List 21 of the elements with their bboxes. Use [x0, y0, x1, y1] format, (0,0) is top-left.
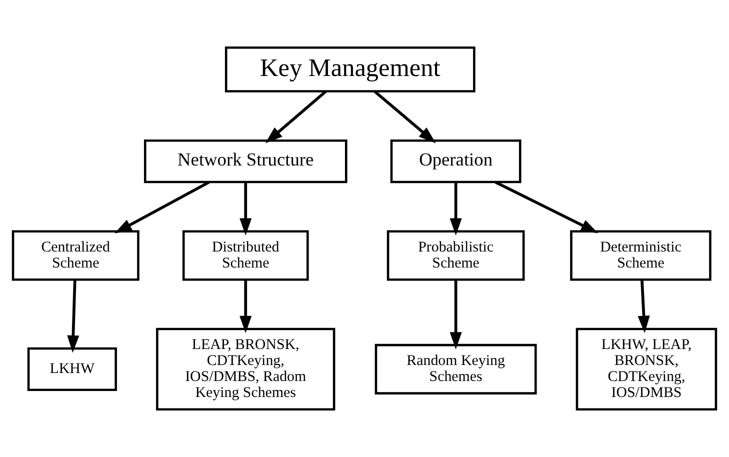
arrow: [638, 280, 650, 334]
node-box: LKHW, LEAP, BRONSK, CDTKeying, IOS/DMBS: [576, 328, 718, 411]
arrow: [67, 280, 80, 353]
node-box: Centralized Scheme: [12, 230, 140, 281]
arrow: [114, 180, 210, 234]
node-box: Random Keying Schemes: [374, 344, 537, 394]
arrow: [450, 280, 462, 350]
node-box: LEAP, BRONSK, CDTKeying, IOS/DMBS, Radom Keying Schemes: [156, 328, 336, 411]
node-box: LKHW: [27, 347, 117, 392]
arrow: [240, 182, 252, 236]
node-box: Probabilistic Scheme: [386, 230, 525, 281]
arrow: [494, 180, 598, 234]
node-box: Network Structure: [144, 139, 348, 184]
node-box: Operation: [390, 139, 522, 184]
arrow: [265, 90, 327, 144]
node-box: Key Management: [224, 46, 476, 92]
node-box: Distributed Scheme: [182, 230, 309, 281]
arrow: [240, 280, 252, 334]
arrow: [450, 182, 462, 236]
arrow: [374, 90, 436, 144]
node-box: Deterministic Scheme: [570, 230, 712, 281]
